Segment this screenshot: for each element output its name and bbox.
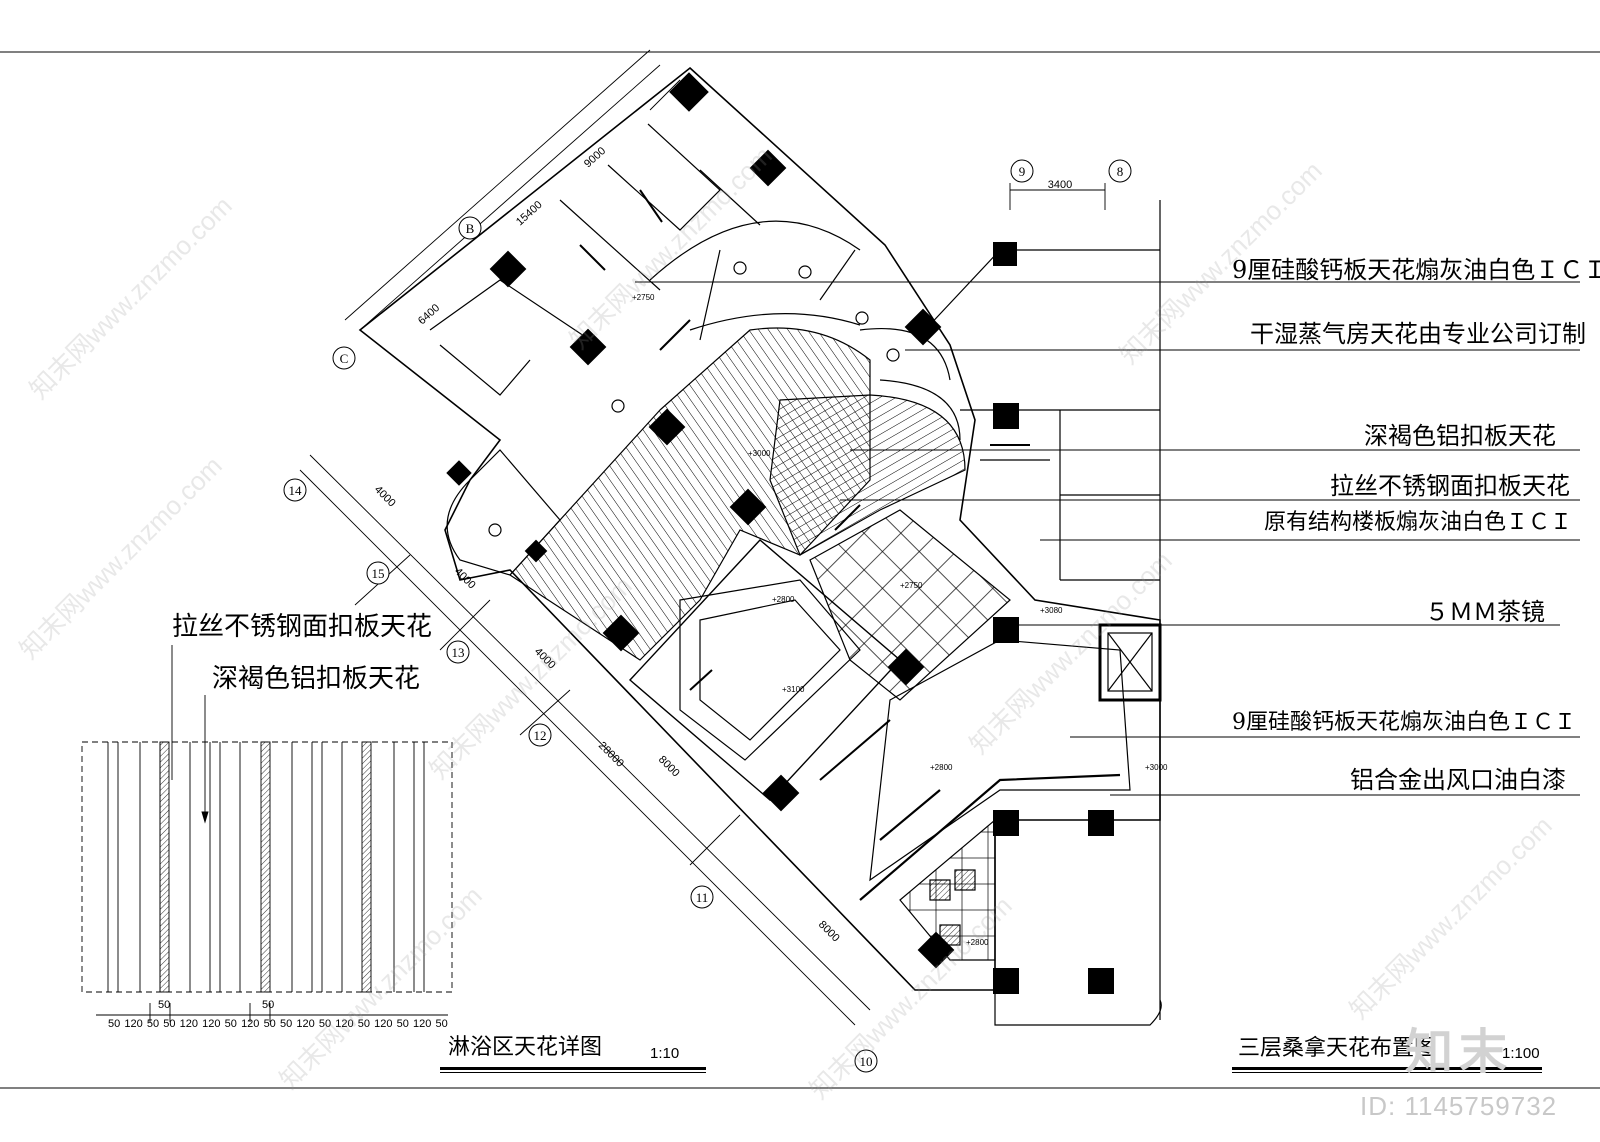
shower-ceiling-detail	[81, 645, 453, 1022]
plan-title-underline-thin	[1232, 1072, 1542, 1073]
note-brown-aluminum: 深褐色铝扣板天花	[1364, 422, 1556, 450]
detail-title-underline	[440, 1067, 706, 1070]
plan-title: 三层桑拿天花布置图	[1238, 1036, 1437, 1061]
dim-9000: 9000	[582, 145, 608, 170]
detail-dim: 120	[179, 1018, 199, 1030]
level-mark: +2800	[772, 595, 795, 604]
axis-label-14: 14	[289, 483, 303, 498]
level-mark: +3000	[1145, 763, 1168, 772]
detail-dim: 120	[296, 1018, 315, 1030]
floor-plan	[358, 66, 1162, 1026]
detail-dim-top-left: 50	[158, 999, 171, 1011]
axis-label-c: C	[340, 351, 349, 366]
sheet-border	[0, 51, 1600, 1089]
note-steam-room: 干湿蒸气房天花由专业公司订制	[1250, 320, 1586, 348]
axis-label-8: 8	[1117, 164, 1124, 179]
note-calcium-silicate-top: 9厘硅酸钙板天花煽灰油白色ＩＣＩ	[1232, 256, 1600, 284]
detail-dim-row: 50 120 50 50 120 120 50 120 50 50 120 50…	[108, 1018, 448, 1030]
detail-dim: 120	[335, 1018, 354, 1030]
ceiling-lights	[488, 261, 900, 537]
detail-dim: 50	[224, 1018, 237, 1030]
plan-scale: 1:100	[1502, 1045, 1540, 1062]
detail-dim: 50	[318, 1018, 332, 1030]
axis-label-b: B	[466, 221, 475, 236]
stainless-ceiling	[769, 394, 966, 556]
site-logo: 知末	[1405, 1024, 1514, 1080]
level-mark: +3000	[748, 449, 771, 458]
note-original-slab: 原有结构楼板煽灰油白色ＩＣＩ	[1264, 510, 1573, 535]
detail-dim: 120	[124, 1018, 143, 1030]
image-id: ID: 1145759732	[1360, 1091, 1558, 1121]
detail-title-underline-thin	[440, 1072, 706, 1073]
detail-dim: 120	[413, 1018, 432, 1030]
dimension-lines	[299, 49, 1106, 1026]
note-tea-mirror: ５ＭＭ茶镜	[1425, 598, 1545, 626]
plan-title-underline	[1232, 1067, 1542, 1070]
axis-label-9: 9	[1019, 164, 1026, 179]
axis-bubbles	[283, 159, 1132, 1073]
dim-8000-b: 8000	[816, 919, 842, 945]
detail-note-brown: 深褐色铝扣板天花	[212, 664, 421, 694]
note-calcium-silicate-bottom: 9厘硅酸钙板天花煽灰油白色ＩＣＩ	[1232, 710, 1576, 735]
tile-zone	[809, 509, 1011, 701]
dim-4000-a: 4000	[372, 484, 398, 510]
leader-lines	[635, 281, 1580, 796]
detail-dim: 50	[357, 1018, 370, 1030]
level-mark: +3100	[782, 685, 805, 694]
detail-dim: 50	[396, 1018, 409, 1030]
detail-note-stainless: 拉丝不锈钢面扣板天花	[172, 612, 433, 642]
level-mark: +3080	[1040, 606, 1063, 615]
level-mark: +2800	[930, 763, 953, 772]
detail-dim: 50	[279, 1018, 293, 1030]
detail-dim-top-right: 50	[262, 999, 275, 1011]
detail-dim: 50	[108, 1018, 121, 1030]
dim-4000-b: 4000	[452, 566, 478, 592]
level-mark: +2750	[632, 293, 655, 302]
level-mark: +2750	[900, 581, 923, 590]
note-stainless-panel: 拉丝不锈钢面扣板天花	[1330, 472, 1570, 500]
level-mark: +2800	[966, 938, 989, 947]
detail-scale: 1:10	[650, 1045, 680, 1062]
axis-label-12: 12	[534, 728, 547, 743]
detail-dim: 50	[163, 1018, 176, 1030]
detail-dim: 120	[202, 1018, 221, 1030]
structural-columns	[446, 72, 1114, 994]
detail-dim: 120	[241, 1018, 260, 1030]
axis-label-10: 10	[860, 1054, 873, 1069]
detail-dim: 50	[146, 1018, 160, 1030]
axis-label-15: 15	[372, 566, 385, 581]
note-aluminum-outlet: 铝合金出风口油白漆	[1350, 766, 1566, 794]
axis-label-13: 13	[452, 645, 465, 660]
dim-8000-a: 8000	[656, 754, 682, 780]
detail-dim: 50	[263, 1018, 276, 1030]
detail-dim: 120	[374, 1018, 393, 1030]
axis-label-11: 11	[696, 890, 709, 905]
detail-dim: 50	[435, 1018, 448, 1030]
dim-3400: 3400	[1048, 179, 1072, 191]
dim-28000: 28000	[596, 740, 626, 770]
detail-title: 淋浴区天花详图	[448, 1035, 603, 1060]
